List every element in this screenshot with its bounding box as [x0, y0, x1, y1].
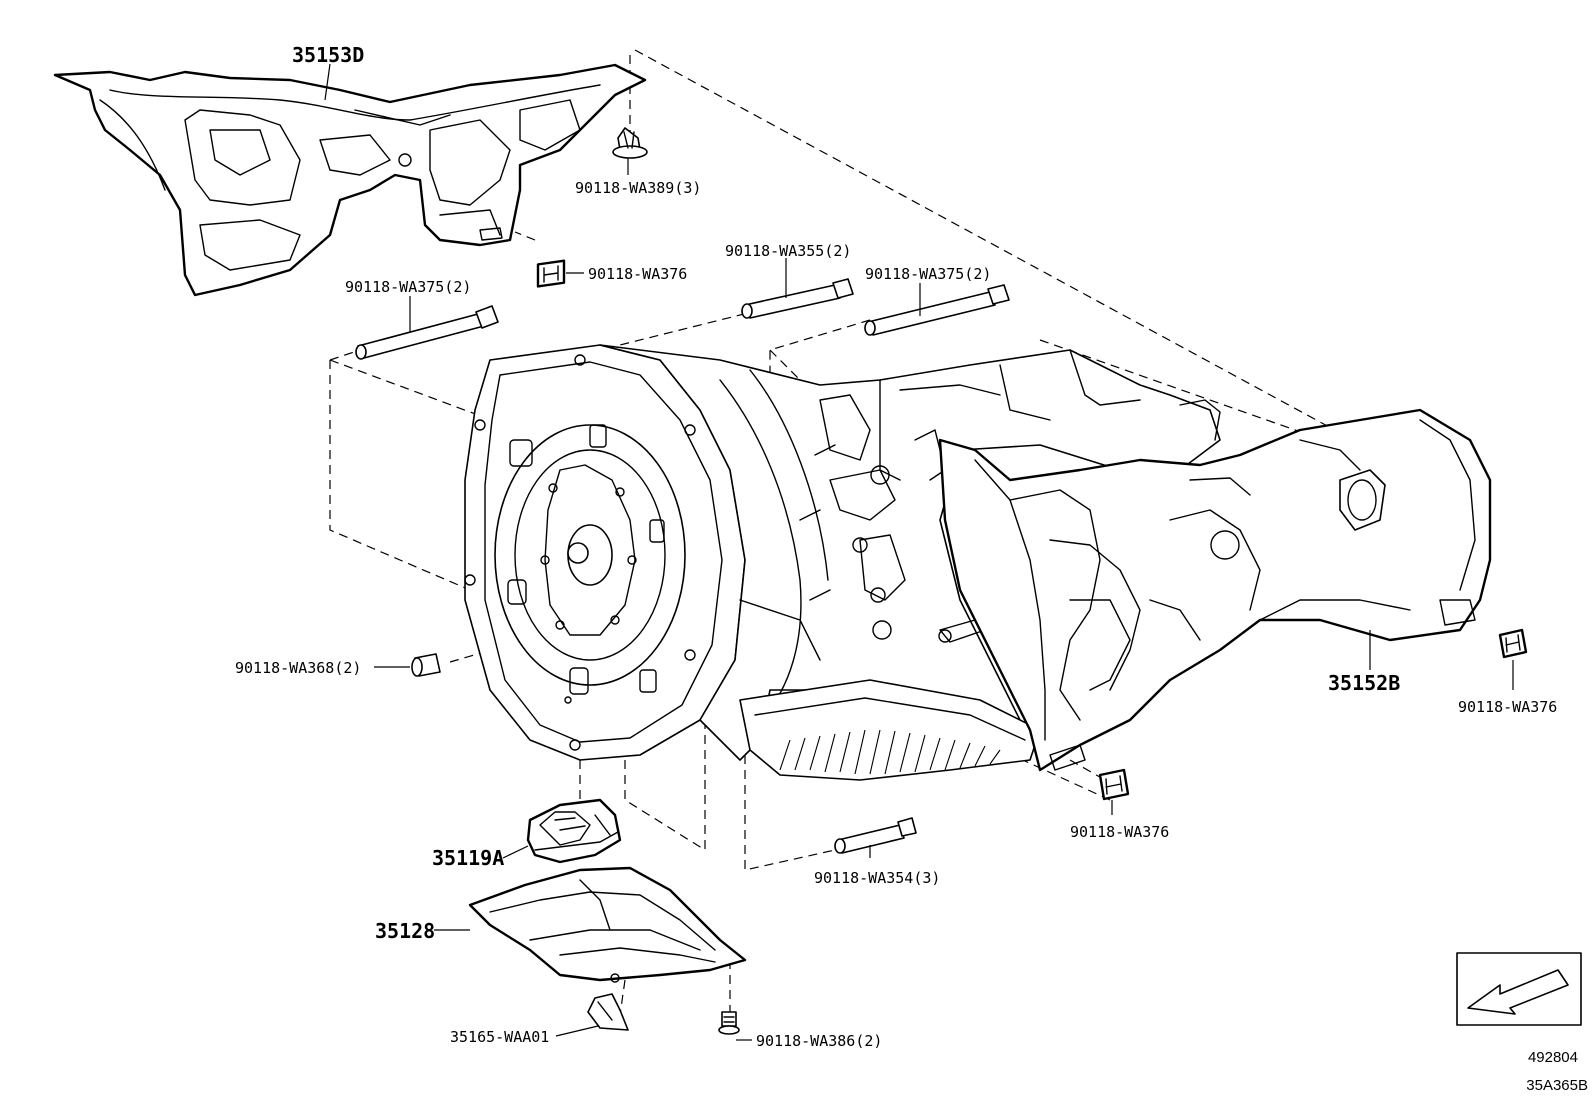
bracket-35165-WAA01: [587, 993, 629, 1031]
bolt-90118-WA375-left: [355, 305, 499, 360]
label-90118-WA376-right[interactable]: 90118-WA376: [1458, 698, 1557, 716]
transmission-assembly: [464, 344, 1221, 781]
footer-reference: 492804 35A365B: [1526, 1049, 1588, 1094]
label-90118-WA355[interactable]: 90118-WA355(2): [725, 242, 851, 260]
label-90118-WA375-left[interactable]: 90118-WA375(2): [345, 278, 471, 296]
label-35165-WAA01[interactable]: 35165-WAA01: [450, 1028, 549, 1046]
label-35128[interactable]: 35128: [375, 919, 435, 943]
label-90118-WA368[interactable]: 90118-WA368(2): [235, 659, 361, 677]
bolt-90118-WA355: [741, 278, 854, 319]
heat-insulator-lower-35152B: [938, 408, 1492, 772]
label-35119A[interactable]: 35119A: [432, 846, 504, 870]
bolt-90118-WA386: [718, 1011, 740, 1035]
label-90118-WA375-right[interactable]: 90118-WA375(2): [865, 265, 991, 283]
label-90118-WA354[interactable]: 90118-WA354(3): [814, 869, 940, 887]
diagram-code: 35A365B: [1526, 1077, 1588, 1094]
clip-90118-WA389: [612, 127, 648, 159]
label-35152B[interactable]: 35152B: [1328, 671, 1400, 695]
bolt-90118-WA354: [834, 817, 917, 854]
bolt-90118-WA375-right: [864, 284, 1010, 336]
label-90118-WA376-top[interactable]: 90118-WA376: [588, 265, 687, 283]
clip-90118-WA376-right: [1498, 628, 1528, 659]
clip-90118-WA376-top: [536, 259, 566, 288]
heat-insulator-upper-35153D: [53, 63, 647, 297]
part-labels: 35153D 90118-WA389(3) 90118-WA376 90118-…: [235, 43, 1557, 1050]
oil-pan-fins: [779, 729, 1001, 775]
clip-90118-WA376-bottom: [1098, 768, 1130, 801]
mount-35119A: [526, 798, 622, 864]
dowel-90118-WA368: [411, 653, 441, 677]
diagram-ref-number: 492804: [1528, 1049, 1578, 1066]
protector-35128: [468, 866, 747, 983]
front-direction-box: [1456, 952, 1582, 1026]
label-90118-WA376-bottom[interactable]: 90118-WA376: [1070, 823, 1169, 841]
label-90118-WA389[interactable]: 90118-WA389(3): [575, 179, 701, 197]
leader-lines: [324, 63, 1514, 1041]
front-arrow-icon: [1467, 969, 1569, 1015]
label-90118-WA386[interactable]: 90118-WA386(2): [756, 1032, 882, 1050]
label-35153D[interactable]: 35153D: [292, 43, 364, 67]
